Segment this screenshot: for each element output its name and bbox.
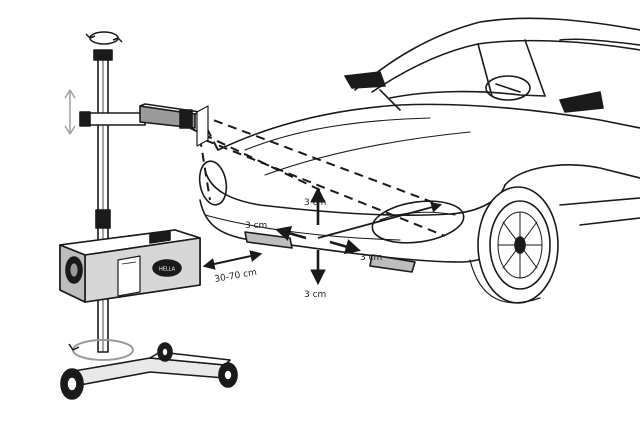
height-adjust-icon bbox=[64, 89, 76, 135]
beam-line-upper-right bbox=[199, 114, 441, 206]
arrow-distance bbox=[202, 250, 263, 270]
rotate-top-icon bbox=[85, 31, 123, 45]
label-distance: 30-70 cm bbox=[214, 268, 258, 285]
measurement-arrows bbox=[202, 186, 443, 286]
optical-box bbox=[59, 229, 201, 303]
brand-badge-text: HELLA bbox=[159, 267, 176, 273]
car-illustration bbox=[198, 17, 640, 304]
beam-line-lower-left bbox=[199, 137, 211, 201]
arrow-aim-line bbox=[317, 202, 443, 239]
aiming-device bbox=[59, 31, 238, 400]
brand-badge bbox=[152, 259, 182, 277]
beam-line-lower-right bbox=[204, 139, 446, 237]
base-trolley bbox=[60, 342, 238, 400]
rotate-base-icon bbox=[68, 339, 134, 361]
beam-line-mid bbox=[189, 127, 321, 191]
label-vertical-bottom: 3 cm bbox=[304, 290, 326, 300]
arrow-horizontal-left bbox=[275, 225, 307, 241]
label-vertical-top: 3 cm bbox=[304, 198, 326, 208]
label-horizontal-left: 3 cm bbox=[245, 221, 267, 231]
arrow-horizontal-right bbox=[329, 239, 361, 255]
label-horizontal-right: 3 cm bbox=[360, 253, 382, 263]
